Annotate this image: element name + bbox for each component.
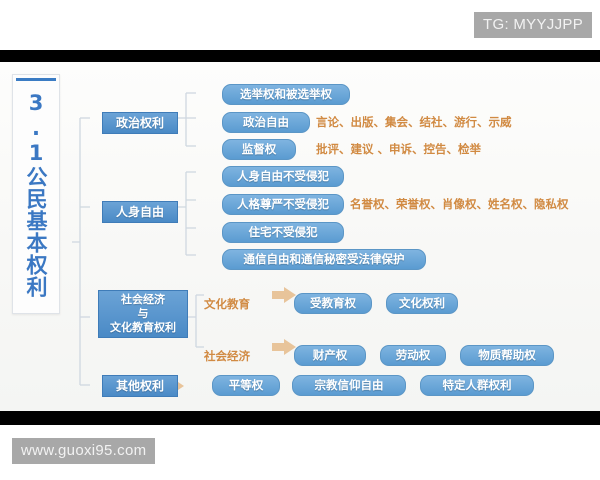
branch-label-line-3: 文化教育权利 <box>110 321 176 334</box>
branch-node-other-rights[interactable]: 其他权利 <box>102 375 178 397</box>
annotation-supervision-right: 批评、建议 、申诉、控告、检举 <box>316 142 482 156</box>
leaf-node-equality-right[interactable]: 平等权 <box>212 375 280 396</box>
child-node-right-to-vote[interactable]: 选举权和被选举权 <box>222 84 350 105</box>
annotation-political-freedom: 言论、出版、集会、结社、游行、示威 <box>316 115 512 129</box>
branch-node-personal-freedom[interactable]: 人身自由 <box>102 201 178 223</box>
branch-node-political-rights[interactable]: 政治权利 <box>102 112 178 134</box>
child-node-personal-liberty-inviolable[interactable]: 人身自由不受侵犯 <box>222 166 344 187</box>
annotation-category-social-economic: 社会经济 <box>204 349 250 363</box>
leaf-node-specific-group-rights[interactable]: 特定人群权利 <box>420 375 534 396</box>
leaf-node-religious-freedom[interactable]: 宗教信仰自由 <box>292 375 406 396</box>
watermark-bottom: www.guoxi95.com <box>12 438 156 464</box>
leaf-node-labor-right[interactable]: 劳动权 <box>380 345 446 366</box>
root-title-text: 3.1公民基本权利 <box>24 90 48 298</box>
leaf-node-right-to-education[interactable]: 受教育权 <box>294 293 372 314</box>
watermark-top: TG: MYYJJPP <box>474 12 592 38</box>
letterbox-bar-top <box>0 50 600 62</box>
root-title-accent-bar <box>16 78 56 81</box>
child-node-political-freedom[interactable]: 政治自由 <box>222 112 310 133</box>
root-title-box: 3.1公民基本权利 <box>12 74 60 314</box>
child-node-residence-inviolable[interactable]: 住宅不受侵犯 <box>222 222 344 243</box>
leaf-node-material-assistance-right[interactable]: 物质帮助权 <box>460 345 554 366</box>
leaf-node-property-right[interactable]: 财产权 <box>294 345 366 366</box>
child-node-communication-freedom[interactable]: 通信自由和通信秘密受法律保护 <box>222 249 426 270</box>
annotation-category-cultural-education: 文化教育 <box>204 297 250 311</box>
letterbox-bar-bottom <box>0 411 600 425</box>
child-node-human-dignity-inviolable[interactable]: 人格尊严不受侵犯 <box>222 194 344 215</box>
branch-node-social-economic-cultural-rights[interactable]: 社会经济 与 文化教育权利 <box>98 290 188 338</box>
branch-label-line-2: 与 <box>137 307 149 320</box>
child-node-supervision-right[interactable]: 监督权 <box>222 139 296 160</box>
branch-label-line-1: 社会经济 <box>121 293 165 306</box>
leaf-node-cultural-rights[interactable]: 文化权利 <box>386 293 458 314</box>
annotation-human-dignity: 名誉权、荣誉权、肖像权、姓名权、隐私权 <box>350 197 569 211</box>
